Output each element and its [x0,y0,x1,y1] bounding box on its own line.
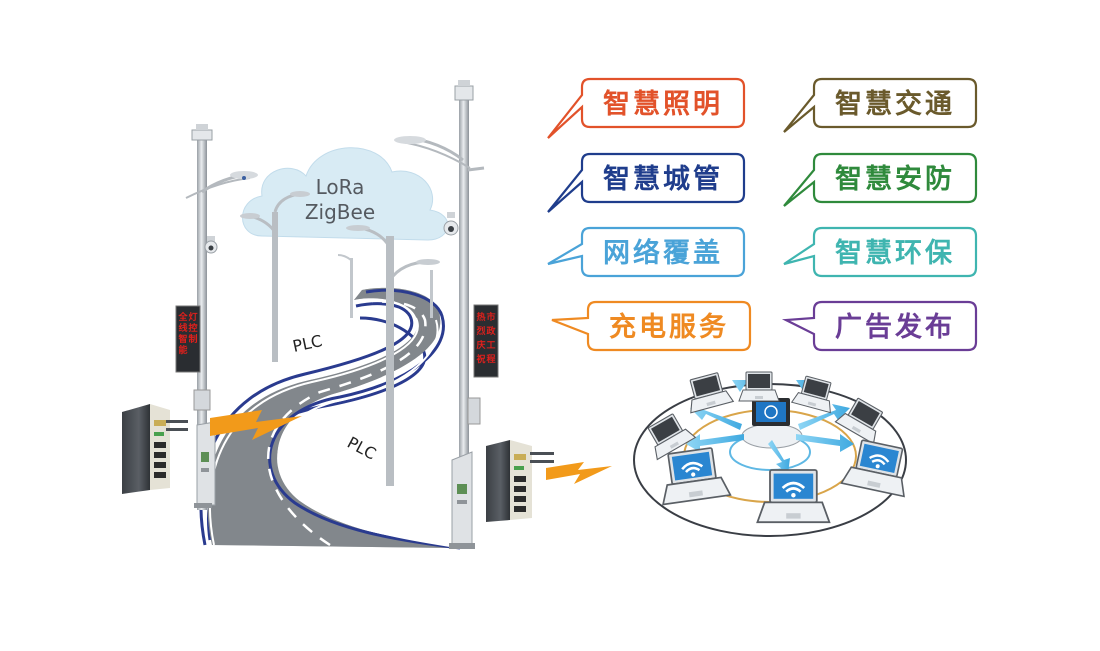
cloud-protocol-zigbee: ZigBee [305,200,375,224]
client-laptops [647,371,905,524]
wireless-cloud: LoRa ZigBee [242,147,449,241]
bubble-outline [547,77,746,139]
led-character: 程 [486,353,495,365]
service-label: 广告发布 [835,311,955,343]
bubble-outline [783,152,978,207]
led-character: 线 [178,322,187,334]
cctv-camera-icon [204,236,218,254]
bubble-outline [781,300,978,352]
wifi-icon [781,481,806,498]
wifi-icon [681,461,704,477]
service-bubble: 智慧环保 [783,226,978,278]
led-character: 祝 [476,353,485,365]
led-character: 智 [178,333,187,345]
background-streetlights [240,191,440,486]
laptop-icon [840,439,905,498]
laptop-icon [790,375,832,414]
led-character: 热 [476,311,485,323]
led-character: 工 [486,340,495,351]
service-label: 智慧环保 [835,238,955,269]
cloud-protocol-lora: LoRa [316,175,365,199]
led-character: 控 [188,322,197,334]
led-character: 政 [486,325,496,337]
led-character: 全 [177,311,188,323]
cctv-camera-icon [443,212,459,236]
laptop-icon [756,469,831,524]
led-character: 制 [188,333,197,345]
laptop-icon [738,371,780,402]
service-label: 智慧交通 [835,88,955,120]
service-label: 充电服务 [609,311,729,343]
bubble-outline [783,77,978,133]
plc-label-lower: PLC [344,433,379,464]
laptop-icon [834,397,883,445]
wifi-icon [869,454,890,469]
gateway-router-left [122,404,188,494]
bubble-outline [783,226,978,278]
service-label: 智慧城管 [603,164,723,195]
led-character: 市 [486,311,495,323]
service-bubble: 智慧交通 [783,77,978,133]
service-bubble: 广告发布 [781,300,978,352]
led-character: 能 [178,344,187,356]
bubble-outline [551,300,752,352]
service-label: 智慧照明 [603,89,723,120]
gateway-router-icon [486,440,554,522]
service-bubble: 智慧城管 [547,152,746,213]
service-label: 智慧安防 [835,164,955,195]
bubble-outline [547,152,746,213]
service-bubble: 智慧照明 [547,77,746,139]
laptop-icon [647,413,697,461]
service-bubble: 网络覆盖 [547,226,746,278]
service-label: 网络覆盖 [603,237,723,269]
lightning-bolt-icon [546,462,612,484]
bubble-outline [547,226,746,278]
plc-label-upper: PLC [291,331,324,356]
led-character: 烈 [476,325,485,337]
led-character: 灯 [188,311,197,323]
led-character: 庆 [475,339,485,351]
lightning-bolt-icon [210,410,302,440]
gateway-router-icon [122,404,188,494]
laptop-icon [661,447,732,506]
service-bubble: 充电服务 [551,300,752,352]
service-bubble: 智慧安防 [783,152,978,207]
network-coverage-ring [633,380,907,537]
laptop-icon [689,372,735,414]
gateway-router-right [486,440,554,522]
